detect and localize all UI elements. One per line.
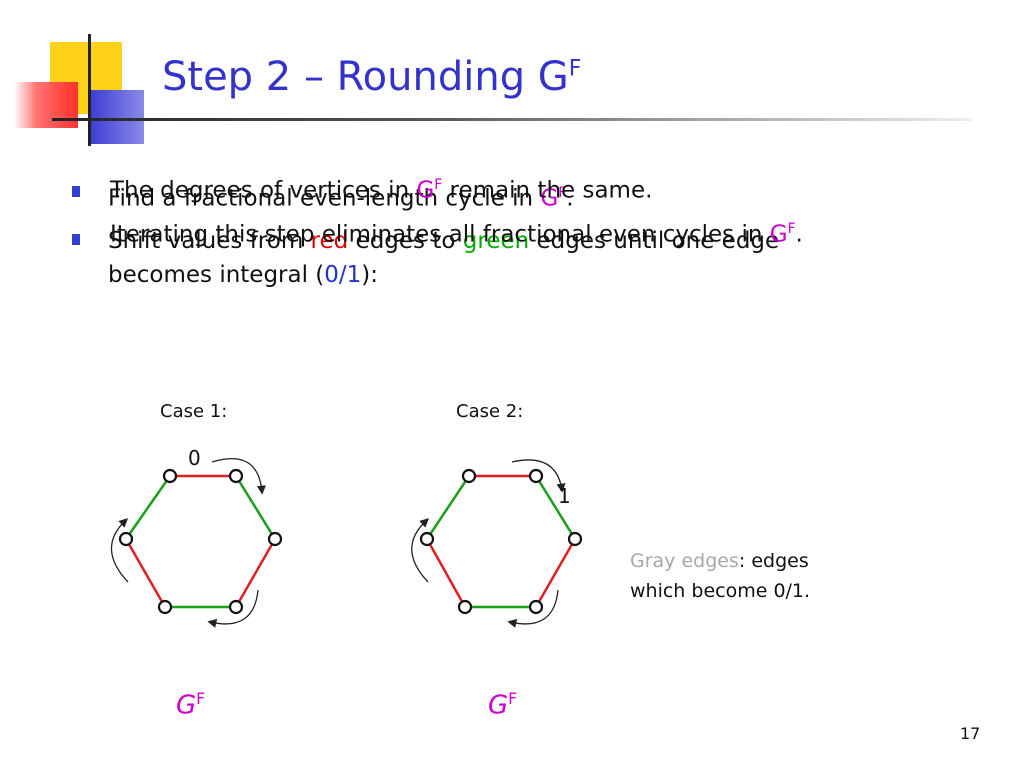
case-2-edge-lower-right — [534, 538, 577, 608]
case-2-label: Case 2: — [456, 401, 524, 422]
note-line-2: which become 0/1. — [630, 580, 811, 602]
case-1-vertex — [228, 468, 244, 484]
title-underline — [52, 118, 972, 121]
bullet-1-sup: F — [558, 185, 567, 201]
case-2-graph-sup: F — [508, 690, 518, 708]
bullet-marker-2 — [72, 234, 80, 245]
case-1-arrow-top — [211, 457, 266, 495]
overlay-2-pre: Iterating this step eliminates all fract… — [110, 221, 770, 248]
overlay-1-g: G — [416, 177, 435, 204]
bullet-2-red-word: red — [310, 228, 349, 254]
overlay-line-2: Iterating this step eliminates all fract… — [110, 214, 803, 250]
case-2-arrow-left — [411, 518, 430, 583]
case-2-vertex — [567, 531, 583, 547]
case-1-graph-label: GF — [176, 690, 205, 721]
case-2-vertex — [461, 468, 477, 484]
case-1-edge-lower-right — [234, 538, 277, 608]
note-line-1: Gray edges: edges — [630, 546, 810, 576]
bullet-1-text: Find a fractional even-length cycle in G… — [108, 178, 574, 214]
overlay-1-pre: The degrees of vertices in — [110, 177, 417, 204]
bullet-2-line2: becomes integral (0/1): — [108, 260, 378, 290]
bullet-2-line2-pre: becomes integral ( — [108, 262, 325, 288]
overlay-2-post: . — [795, 221, 803, 248]
case-1-label: Case 1: — [160, 401, 228, 422]
case-2-edge-value: 1 — [558, 484, 571, 508]
note-gray-text: Gray edges — [630, 550, 739, 572]
case-2-edge-lower-left — [425, 538, 467, 608]
bullet-2-pre: Shift values from — [108, 228, 311, 254]
overlay-2-sup: F — [787, 221, 796, 237]
case-2-vertex — [457, 599, 473, 615]
overlay-1-sup: F — [434, 177, 443, 193]
case-1-vertex — [157, 599, 173, 615]
bullet-1-g: G — [540, 185, 559, 212]
case-2-arrow-bottom — [507, 589, 559, 628]
bullet-2-green-word: green — [462, 228, 530, 254]
case-1-vertex — [118, 531, 134, 547]
case-1-vertex — [162, 468, 178, 484]
bullet-1-post: . — [566, 185, 574, 212]
case-1-hexagon — [110, 457, 283, 628]
decor-blue-square — [88, 90, 144, 144]
case-1-vertex — [228, 599, 244, 615]
bullet-2-mid: edges to — [348, 228, 463, 254]
case-1-arrow-left — [110, 518, 129, 583]
case-2-vertex — [528, 599, 544, 615]
bullet-2-post: edges until one edge — [529, 228, 780, 254]
overlay-1-post: remain the same. — [442, 177, 653, 204]
case-1-vertex — [267, 531, 283, 547]
page-number: 17 — [960, 724, 981, 743]
overlay-line-1: The degrees of vertices in GF remain the… — [110, 170, 652, 206]
case-1-edge-value: 0 — [188, 446, 201, 470]
case-1-graph-sup: F — [196, 690, 206, 708]
bullet-2-value: 0/1 — [324, 262, 362, 288]
case-1-edge-lower-left — [124, 538, 167, 608]
slide-title: Step 2 – Rounding GF — [162, 54, 581, 100]
overlay-2-g: G — [769, 221, 788, 248]
slide-title-text: Step 2 – Rounding G — [162, 54, 569, 100]
case-2-arrow-top — [511, 459, 566, 493]
bullet-1-pre: Find a fractional even-length cycle in — [108, 185, 541, 212]
case-2-graph-label: GF — [488, 690, 517, 721]
note-rest-text: : edges — [738, 550, 809, 572]
case-1-edge-upper-left — [124, 475, 172, 540]
case-2-vertex — [419, 531, 435, 547]
case-1-graph-g: G — [176, 690, 197, 721]
bullet-marker-1 — [72, 186, 80, 197]
case-2-edge-upper-left — [425, 475, 471, 540]
slide-title-sup: F — [568, 56, 582, 82]
decor-vertical-line — [88, 34, 91, 146]
case-2-hexagon — [411, 459, 583, 628]
bullet-2-line2-post: ): — [361, 262, 379, 288]
bullet-2-line1: Shift values from red edges to green edg… — [108, 226, 779, 256]
case-2-vertex — [528, 468, 544, 484]
gray-edges-note: Gray edges: edges which become 0/1. — [630, 546, 810, 606]
case-1-arrow-bottom — [207, 589, 259, 628]
case-2-edge-upper-right — [534, 475, 577, 540]
case-2-graph-g: G — [488, 690, 509, 721]
case-1-edge-upper-right — [234, 475, 277, 540]
